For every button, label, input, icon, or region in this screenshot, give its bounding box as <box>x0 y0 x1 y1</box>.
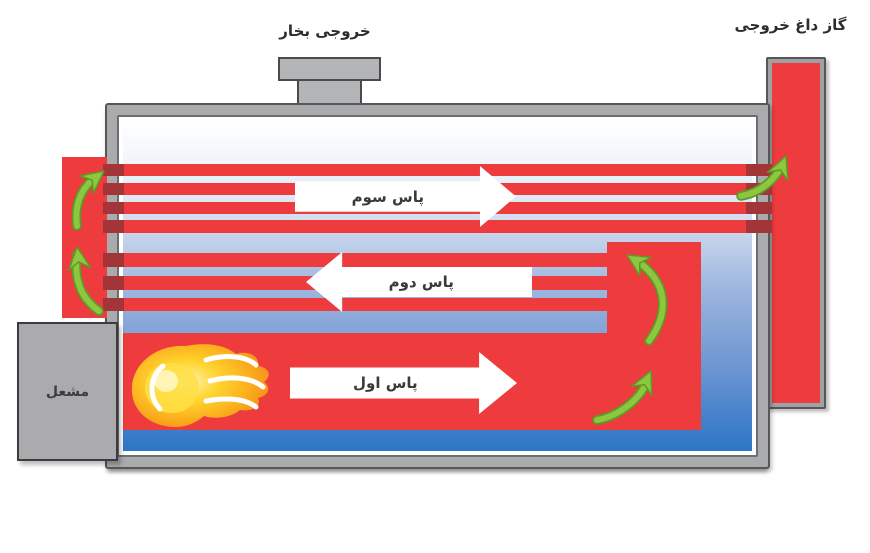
wall-tube-stub <box>103 183 124 195</box>
wall-tube-stub <box>103 202 124 214</box>
wall-tube-stub <box>103 220 124 233</box>
wall-tube-stub <box>746 164 772 176</box>
burner-box: مشعل <box>17 322 118 461</box>
first-pass-label: پاس اول <box>353 374 418 392</box>
right-turnaround-chamber <box>607 242 701 430</box>
steam-outlet-flange <box>278 57 381 81</box>
fire-tube <box>62 220 772 233</box>
steam-outlet-label: خروجی بخار <box>279 22 371 40</box>
wall-tube-stub <box>103 253 124 267</box>
exit-hot-gas-label: گاز داغ خروجی <box>734 16 847 34</box>
fire-tube <box>62 164 772 176</box>
wall-tube-stub <box>746 220 772 233</box>
wall-tube-stub <box>103 164 124 176</box>
wall-tube-stub <box>103 276 124 290</box>
third-pass-label: پاس سوم <box>351 187 424 206</box>
wall-tube-stub <box>746 202 772 214</box>
left-turnaround-chamber <box>62 157 107 318</box>
chimney-stack <box>766 57 826 409</box>
second-pass-label: پاس دوم <box>388 273 454 291</box>
chimney-hot-gas <box>772 63 820 403</box>
burner-label: مشعل <box>45 383 90 400</box>
wall-tube-stub <box>103 298 124 311</box>
wall-tube-stub <box>746 183 772 195</box>
